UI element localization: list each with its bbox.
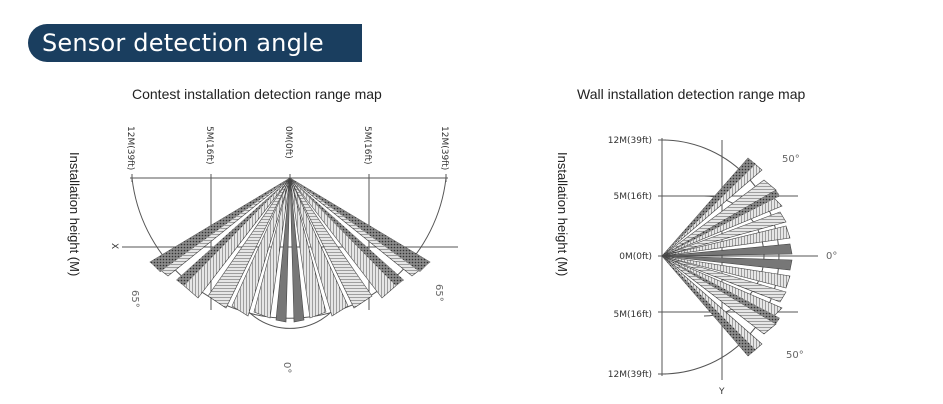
ceiling-tick-label: 12M(39ft) bbox=[439, 126, 449, 170]
ceiling-tick-label: 0M(0ft) bbox=[283, 126, 293, 159]
ceiling-tick-label: 5M(16ft) bbox=[204, 126, 214, 165]
section-header: Sensor detection angle bbox=[28, 24, 362, 62]
wall-map: 12M(39ft) 5M(16ft) 0M(0ft) 5M(16ft) 12M(… bbox=[608, 136, 838, 397]
ceiling-beam bbox=[253, 177, 291, 319]
wall-range-arc bbox=[661, 139, 780, 375]
wall-beam bbox=[662, 256, 756, 356]
wall-beam bbox=[661, 255, 793, 271]
ceiling-map: 12M(39ft) 5M(16ft) 0M(0ft) 5M(16ft) 12M(… bbox=[109, 126, 458, 373]
ceiling-range-arc bbox=[131, 177, 447, 319]
ceiling-beam bbox=[289, 177, 349, 317]
section-title: Sensor detection angle bbox=[42, 29, 324, 57]
ceiling-beam bbox=[207, 177, 291, 309]
wall-angle-mid: 0° bbox=[826, 251, 837, 262]
wall-tick-label: 12M(39ft) bbox=[608, 370, 652, 380]
ceiling-angle-left: 65° bbox=[129, 290, 140, 308]
ceiling-beam bbox=[290, 178, 404, 286]
wall-map-title: Wall installation detection range map bbox=[577, 86, 806, 102]
ceiling-beam bbox=[290, 178, 430, 272]
ceiling-beam bbox=[231, 177, 291, 317]
ceiling-angle-bottom: 0° bbox=[281, 362, 292, 373]
wall-detection-fan bbox=[661, 157, 793, 357]
wall-tick-label: 5M(16ft) bbox=[613, 310, 652, 320]
ceiling-beam bbox=[275, 177, 291, 323]
ceiling-beam bbox=[289, 177, 327, 319]
ceiling-detection-fan bbox=[149, 177, 431, 323]
wall-y-axis-letter: Y bbox=[718, 387, 725, 397]
wall-tick-label: 12M(39ft) bbox=[608, 136, 652, 146]
ceiling-beam bbox=[176, 178, 290, 286]
wall-beam bbox=[662, 256, 780, 324]
wall-beam bbox=[662, 158, 756, 256]
wall-beam bbox=[661, 211, 787, 257]
ceiling-angle-right: 65° bbox=[433, 284, 444, 302]
ceiling-tick-label: 12M(39ft) bbox=[125, 126, 135, 170]
ceiling-beam bbox=[150, 178, 290, 272]
wall-beam bbox=[661, 255, 787, 303]
ceiling-x-axis-letter: X bbox=[109, 243, 119, 249]
wall-beam bbox=[662, 190, 780, 256]
wall-angle-top: 50° bbox=[782, 154, 800, 165]
wall-tick-label: 0M(0ft) bbox=[619, 252, 652, 262]
ceiling-map-title: Contest installation detection range map bbox=[132, 86, 382, 102]
wall-angle-bottom: 50° bbox=[786, 350, 804, 361]
ceiling-tick-label: 5M(16ft) bbox=[362, 126, 372, 165]
ceiling-beam bbox=[289, 177, 373, 309]
wall-beam bbox=[661, 255, 791, 289]
wall-beam bbox=[661, 225, 791, 257]
wall-beam bbox=[661, 243, 793, 257]
wall-tick-label: 5M(16ft) bbox=[613, 192, 652, 202]
ceiling-beam bbox=[289, 177, 305, 323]
